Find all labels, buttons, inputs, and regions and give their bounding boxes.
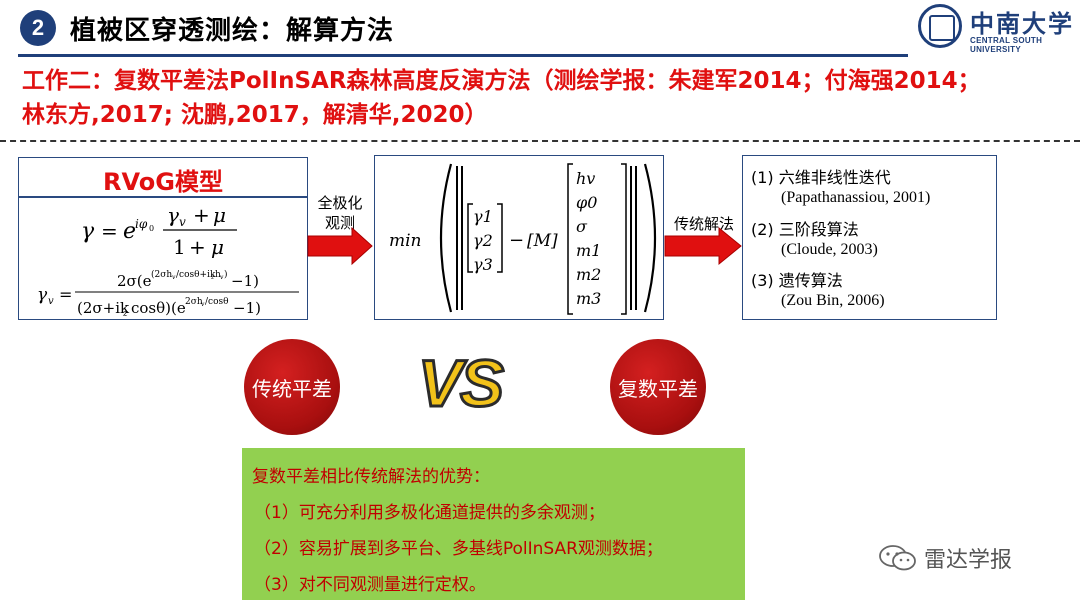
svg-text:2σh: 2σh <box>185 297 203 307</box>
gamma-3: γ3 <box>473 255 493 274</box>
svg-text:γ: γ <box>37 285 48 305</box>
minimization-box: min γ1 γ2 γ3 − [M] hv φ0 σ m1 m2 m3 <box>374 155 664 320</box>
svg-text:iφ: iφ <box>135 217 148 231</box>
rvog-divider <box>19 196 307 198</box>
method-1-name: (1) 六维非线性迭代 <box>751 168 891 187</box>
svg-text:z: z <box>210 274 215 281</box>
svg-text:μ: μ <box>213 203 226 227</box>
svg-text:+: + <box>193 203 210 227</box>
svg-text:/cosθ: /cosθ <box>205 297 229 307</box>
svg-text:e: e <box>123 219 136 244</box>
param-hv: hv <box>576 169 595 188</box>
svg-text:(2σ+ik: (2σ+ik <box>77 299 130 317</box>
svg-text:1: 1 <box>173 235 186 259</box>
left-arrow-label-line2: 观测 <box>324 214 355 232</box>
logo-chinese-name: 中南大学 <box>970 9 1074 38</box>
svg-text:/cosθ+ik: /cosθ+ik <box>176 270 216 280</box>
param-phi0: φ0 <box>576 193 597 212</box>
svg-text:): ) <box>224 269 228 280</box>
svg-text:=: = <box>101 219 118 243</box>
svg-text:v: v <box>201 301 205 308</box>
rvog-equations: γ = e iφ 0 γ v + μ 1 + μ γ v = 2σ(e (2σh… <box>37 203 299 319</box>
vs-label: VS <box>416 345 505 422</box>
param-m1: m1 <box>576 241 601 260</box>
advantages-heading: 复数平差相比传统解法的优势： <box>252 467 490 487</box>
minimization-expression: min γ1 γ2 γ3 − [M] hv φ0 σ m1 m2 m3 <box>389 163 657 315</box>
work-title-line2: 林东方,2017; 沈鹏,2017，解清华,2020） <box>22 102 488 128</box>
svg-text:cosθ)(e: cosθ)(e <box>131 299 186 317</box>
dashed-divider <box>0 140 1080 142</box>
method-2-name: (2) 三阶段算法 <box>751 220 859 239</box>
university-seal-icon <box>918 4 962 48</box>
left-arrow-label: 全极化 观测 <box>308 193 372 233</box>
method-3-ref: (Zou Bin, 2006) <box>781 292 885 309</box>
svg-text:γ: γ <box>81 219 95 244</box>
complex-adjustment-circle: 复数平差 <box>610 339 706 435</box>
left-arrow-label-line1: 全极化 <box>317 194 363 212</box>
svg-text:v: v <box>172 274 176 281</box>
header-bar: 2 植被区穿透测绘：解算方法 中南大学 CENTRAL SOUTH UNIVER… <box>0 0 1080 58</box>
methods-box: (1) 六维非线性迭代 (Papathanassiou, 2001) (2) 三… <box>742 155 997 320</box>
advantage-item-3: （3）对不同观测量进行定权。 <box>254 575 486 595</box>
wechat-icon <box>879 545 916 571</box>
svg-text:+: + <box>189 235 206 259</box>
gamma-2: γ2 <box>473 231 493 250</box>
param-m2: m2 <box>576 265 601 284</box>
rvog-model-box: RVoG模型 γ = e iφ 0 γ v + μ 1 + μ γ v = 2σ… <box>18 157 308 320</box>
advantages-box: 复数平差相比传统解法的优势： （1）可充分利用多极化通道提供的多余观测； （2）… <box>242 448 745 600</box>
min-label: min <box>389 231 422 251</box>
page-title: 植被区穿透测绘：解算方法 <box>70 16 395 46</box>
svg-text:−: − <box>509 230 524 251</box>
svg-text:−1): −1) <box>231 272 259 290</box>
svg-text:−1): −1) <box>233 299 261 317</box>
right-red-arrow <box>664 226 742 266</box>
param-m3: m3 <box>576 289 601 308</box>
traditional-adjustment-circle: 传统平差 <box>244 339 340 435</box>
university-logo: 中南大学 CENTRAL SOUTH UNIVERSITY <box>918 4 1078 54</box>
method-2-ref: (Cloude, 2003) <box>781 241 878 258</box>
header-rule <box>18 54 908 57</box>
section-number-badge: 2 <box>20 10 56 46</box>
svg-text:v: v <box>179 215 186 229</box>
left-red-arrow <box>307 226 373 266</box>
svg-text:=: = <box>59 285 72 304</box>
work-title: 工作二：复数平差法PolInSAR森林高度反演方法（测绘学报：朱建军2014；付… <box>22 64 1072 132</box>
svg-text:h: h <box>215 270 221 280</box>
work-title-line1: 工作二：复数平差法PolInSAR森林高度反演方法（测绘学报：朱建军2014；付… <box>22 68 981 94</box>
svg-text:(2σh: (2σh <box>151 269 172 280</box>
watermark: 雷达学报 <box>878 540 1012 576</box>
param-sigma: σ <box>576 217 588 236</box>
svg-text:v: v <box>48 296 54 307</box>
advantage-item-2: （2）容易扩展到多平台、多基线PolInSAR观测数据； <box>254 539 663 559</box>
method-1-ref: (Papathanassiou, 2001) <box>781 189 931 206</box>
svg-text:v: v <box>220 274 224 281</box>
method-3-name: (3) 遗传算法 <box>751 271 843 290</box>
gamma-1: γ1 <box>473 207 493 226</box>
watermark-text: 雷达学报 <box>924 548 1013 573</box>
svg-text:0: 0 <box>149 224 154 233</box>
logo-english-name: CENTRAL SOUTH UNIVERSITY <box>970 36 1043 54</box>
svg-text:γ: γ <box>167 203 179 227</box>
rvog-title: RVoG模型 <box>103 168 223 196</box>
matrix-m: [M] <box>527 231 558 251</box>
svg-text:z: z <box>122 309 128 319</box>
svg-text:2σ(e: 2σ(e <box>117 272 152 290</box>
svg-text:μ: μ <box>211 235 224 259</box>
advantage-item-1: （1）可充分利用多极化通道提供的多余观测； <box>254 503 605 523</box>
